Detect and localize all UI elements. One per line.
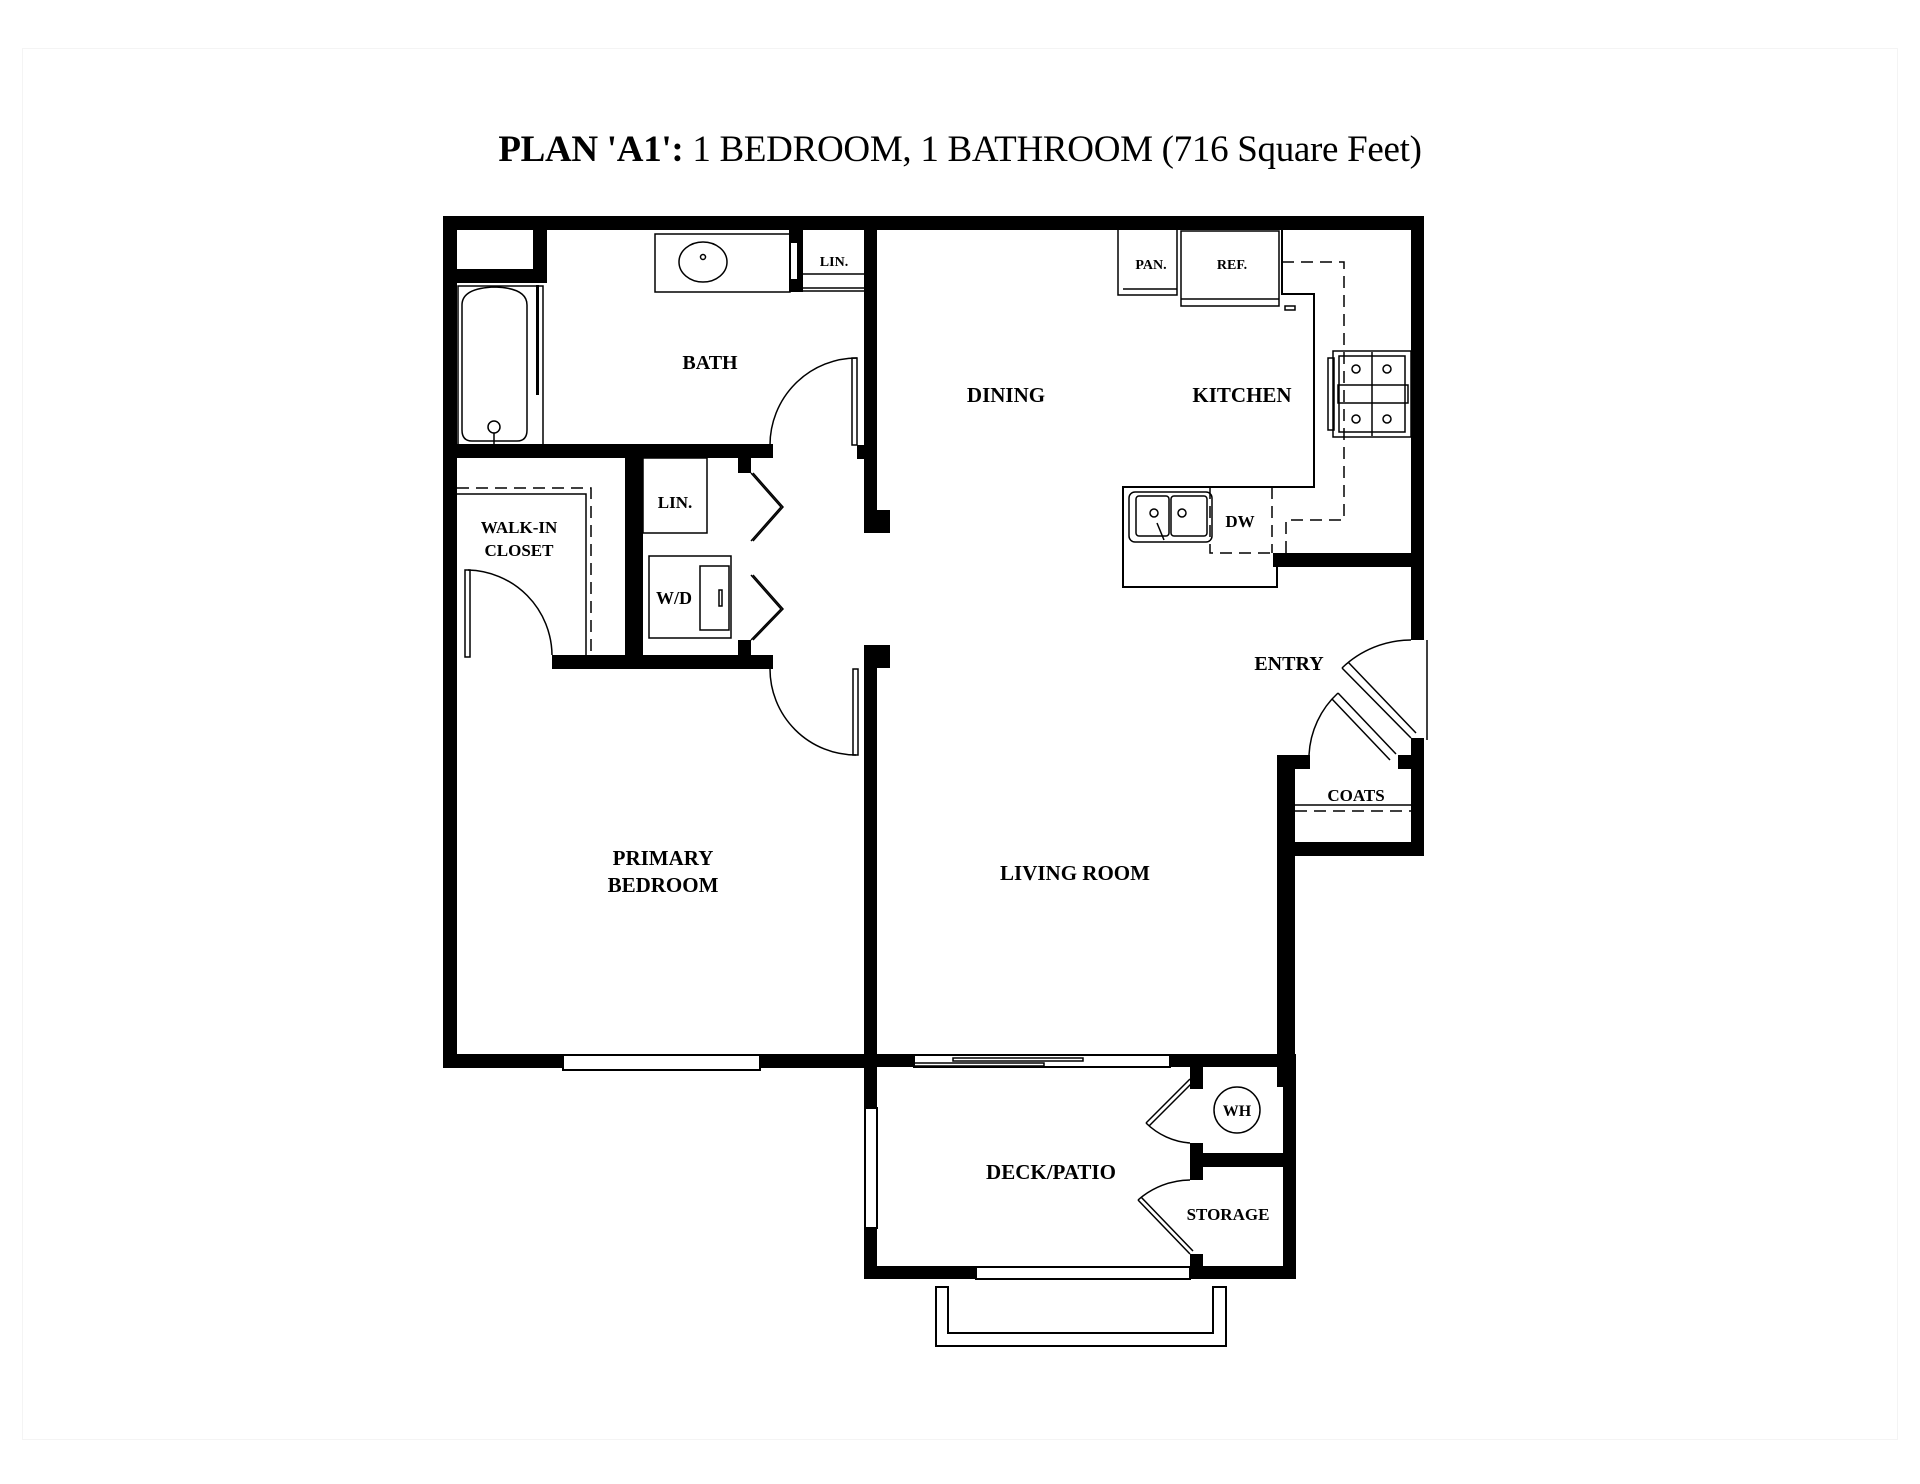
label-hall-linen: LIN. (658, 493, 692, 512)
water-heater-icon (1213, 1086, 1261, 1134)
label-coats: COATS (1327, 786, 1384, 805)
entry-door (1341, 639, 1428, 740)
label-washer-dryer: W/D (656, 588, 692, 608)
bifold-doors (750, 472, 785, 641)
room-labels: BATH LIN. DINING KITCHEN PAN. REF. DW WA… (481, 255, 1385, 1224)
label-entry: ENTRY (1254, 653, 1324, 675)
walk-in-closet (457, 487, 592, 658)
washer-dryer (648, 555, 732, 639)
storage-door (1137, 1179, 1194, 1255)
plan-description: 1 BEDROOM, 1 BATHROOM (716 Square Feet) (683, 129, 1422, 170)
label-water-heater: WH (1223, 1103, 1252, 1120)
label-closet: CLOSET (485, 541, 555, 560)
vanity-sink (654, 233, 803, 293)
label-bedroom: BEDROOM (608, 873, 719, 897)
hall-linen (642, 457, 708, 534)
label-storage: STORAGE (1187, 1205, 1270, 1224)
label-kitchen: KITCHEN (1192, 383, 1291, 407)
label-pantry: PAN. (1135, 258, 1166, 273)
windows (562, 1054, 1227, 1347)
label-primary: PRIMARY (613, 846, 714, 870)
coats-rod (1295, 804, 1411, 812)
label-refrigerator: REF. (1217, 258, 1247, 273)
refrigerator (1180, 230, 1296, 311)
wh-door (1145, 1078, 1194, 1144)
kitchen-sink (1128, 491, 1213, 543)
stove (1327, 350, 1412, 438)
plan-title: PLAN 'A1': 1 BEDROOM, 1 BATHROOM (716 Sq… (0, 128, 1920, 171)
label-bath: BATH (682, 352, 738, 374)
bedroom-door (769, 668, 859, 756)
label-bath-linen: LIN. (820, 255, 848, 270)
pantry (1117, 230, 1178, 296)
label-deck-patio: DECK/PATIO (986, 1160, 1116, 1184)
coats-door (1308, 692, 1397, 761)
label-dishwasher: DW (1225, 512, 1254, 531)
bathtub (457, 285, 544, 446)
bath-linen-closet (803, 273, 864, 292)
label-walk-in: WALK-IN (481, 518, 558, 537)
label-living-room: LIVING ROOM (1000, 861, 1150, 885)
plan-name: PLAN 'A1': (498, 129, 684, 170)
bath-door (769, 357, 858, 446)
page-frame (22, 48, 1898, 1440)
kitchen-counter (1122, 230, 1345, 588)
walls (443, 216, 1424, 1279)
label-dining: DINING (967, 383, 1045, 407)
